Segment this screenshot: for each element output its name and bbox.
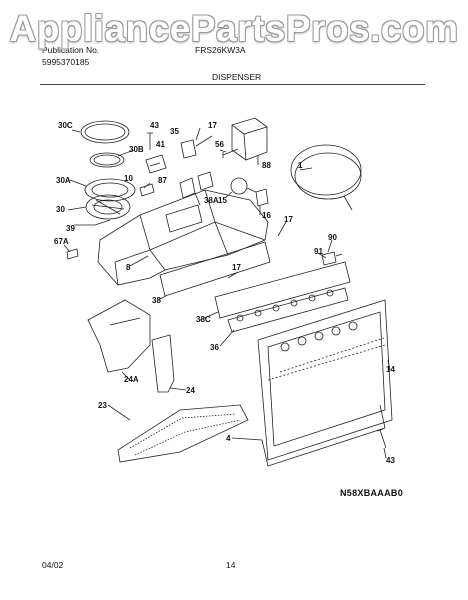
switch-36: [227, 287, 349, 333]
callout-24a: 24A: [124, 375, 139, 384]
callout-88: 88: [262, 161, 271, 170]
part-67a: [66, 248, 79, 260]
callout-labels: 30C 43 35 17 41 30B 56 88 1 30A 10 38A 87 15 16 30 39 17 6…: [54, 121, 395, 465]
callout-35: 35: [170, 127, 179, 136]
socket-16: [255, 188, 269, 207]
callout-4: 4: [226, 434, 231, 443]
callout-56: 56: [215, 140, 224, 149]
panel-openings: [280, 321, 358, 352]
callout-23: 23: [98, 401, 107, 410]
callout-8: 8: [126, 263, 131, 272]
callout-24: 24: [186, 386, 195, 395]
callout-90: 90: [328, 233, 337, 242]
callout-10: 10: [124, 174, 133, 183]
callout-16: 16: [262, 211, 271, 220]
tube-coil-1: [290, 144, 362, 196]
screw-56: [222, 148, 239, 158]
callout-14: 14: [386, 365, 395, 374]
publication-number: 5995370185: [42, 57, 90, 67]
board-38c: [214, 261, 351, 319]
bracket-41: [145, 154, 167, 174]
switch-35: [180, 139, 197, 159]
board-38: [159, 241, 271, 297]
callout-87: 87: [158, 176, 167, 185]
disc-30b: [89, 152, 125, 168]
drip-tray-23: [117, 404, 249, 463]
chute-24a: [87, 299, 151, 373]
footer-date: 04/02: [42, 560, 64, 570]
front-panel-14: [257, 299, 393, 461]
callout-17: 17: [208, 121, 217, 130]
callout-41: 41: [156, 140, 165, 149]
screw-43: [147, 132, 153, 150]
callout-1: 1: [298, 161, 303, 170]
model-number: FRS26KW3A: [195, 45, 246, 55]
ring-30c: [80, 120, 130, 144]
callout-17: 17: [232, 263, 241, 272]
callout-38c: 38C: [196, 315, 211, 324]
footer-page: 14: [226, 560, 236, 570]
header-rule: [40, 84, 425, 85]
publication-label: Publication No.: [42, 45, 100, 55]
bulb-15: [230, 177, 248, 195]
diagram-code: N58XBAAAB0: [340, 488, 404, 498]
callout-30a: 30A: [56, 176, 71, 185]
callout-17: 17: [284, 215, 293, 224]
callout-38a: 38A: [204, 196, 219, 205]
switch-buttons: [236, 289, 334, 322]
callout-30c: 30C: [58, 121, 73, 130]
callout-36: 36: [210, 343, 219, 352]
callout-38: 38: [152, 296, 161, 305]
frame-4: [261, 404, 386, 467]
solenoid-88: [231, 117, 268, 161]
part-39: [94, 219, 111, 226]
callout-39: 39: [66, 224, 75, 233]
part-90-91: [321, 251, 343, 266]
screw-43-bottom: [376, 428, 387, 449]
paddle-24: [151, 334, 175, 393]
lamp-38a: [179, 171, 214, 199]
section-title: DISPENSER: [212, 72, 262, 82]
callout-30: 30: [56, 205, 65, 214]
callout-15: 15: [218, 196, 227, 205]
callout-91: 91: [314, 247, 323, 256]
plate-30a: [84, 178, 136, 202]
part-87: [139, 183, 155, 197]
callout-43: 43: [150, 121, 159, 130]
callout-43: 43: [386, 456, 395, 465]
callout-30b: 30B: [129, 145, 144, 154]
callout-67a: 67A: [54, 237, 69, 246]
